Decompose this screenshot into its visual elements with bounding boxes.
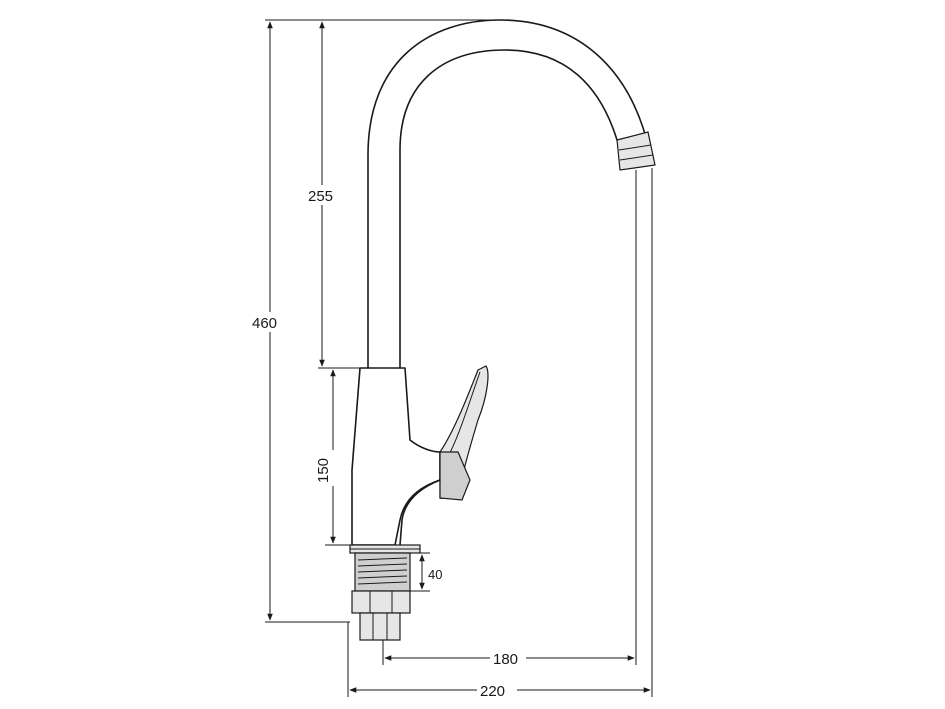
spout-inner xyxy=(399,49,618,369)
faucet-outline xyxy=(349,19,656,641)
dim-total-height: 460 xyxy=(252,315,277,332)
dim-spout-height: 255 xyxy=(308,188,333,205)
thread-lines xyxy=(357,557,408,585)
dim-thread-length: 40 xyxy=(428,567,442,582)
aerator xyxy=(616,131,656,171)
dim-total-width: 220 xyxy=(480,683,505,700)
nut xyxy=(351,590,411,614)
dim-body-height: 150 xyxy=(315,458,332,483)
supply-connector xyxy=(359,612,401,641)
handle-cap xyxy=(439,451,471,501)
dim-spout-reach: 180 xyxy=(493,651,518,668)
dimension-lines xyxy=(265,19,653,697)
spout-outer xyxy=(367,19,649,369)
faucet-body xyxy=(351,367,441,546)
